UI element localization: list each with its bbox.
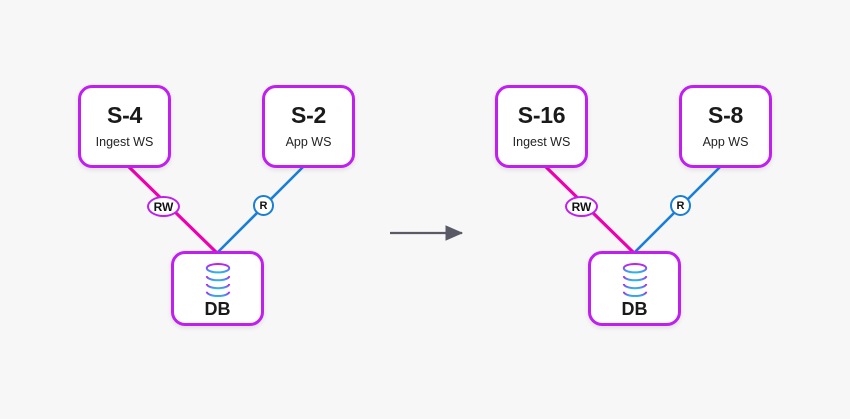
badge-label: RW bbox=[153, 199, 174, 214]
badge-label: R bbox=[676, 199, 685, 212]
node-subtitle: App WS bbox=[285, 135, 332, 150]
node-db-after[interactable]: DB bbox=[588, 251, 681, 326]
node-subtitle: Ingest WS bbox=[95, 135, 154, 150]
node-subtitle: App WS bbox=[702, 135, 749, 150]
database-cylinder-icon bbox=[622, 263, 647, 297]
node-ingest-after[interactable]: S-16 Ingest WS bbox=[495, 85, 588, 168]
node-title: S-16 bbox=[517, 102, 566, 129]
node-subtitle: Ingest WS bbox=[512, 135, 571, 150]
badge-label: R bbox=[259, 199, 268, 212]
edge-badge-r-before[interactable]: R bbox=[253, 195, 274, 216]
database-cylinder-icon bbox=[205, 263, 230, 297]
edge-badge-rw-after[interactable]: RW bbox=[565, 196, 598, 217]
node-app-before[interactable]: S-2 App WS bbox=[262, 85, 355, 168]
node-db-label: DB bbox=[621, 299, 648, 319]
node-db-label: DB bbox=[204, 299, 231, 319]
node-title: S-4 bbox=[107, 102, 142, 129]
edge-badge-rw-before[interactable]: RW bbox=[147, 196, 180, 217]
node-app-after[interactable]: S-8 App WS bbox=[679, 85, 772, 168]
node-title: S-8 bbox=[708, 102, 743, 129]
badge-label: RW bbox=[571, 199, 592, 214]
node-ingest-before[interactable]: S-4 Ingest WS bbox=[78, 85, 171, 168]
node-title: S-2 bbox=[291, 102, 326, 129]
edge-badge-r-after[interactable]: R bbox=[670, 195, 691, 216]
node-db-before[interactable]: DB bbox=[171, 251, 264, 326]
